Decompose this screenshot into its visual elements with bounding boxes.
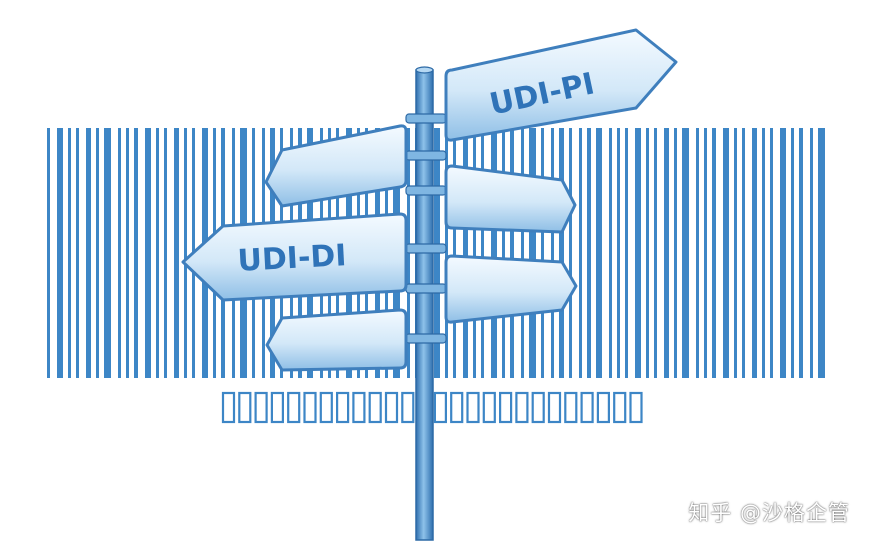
barcode-stripe [674,128,677,378]
barcode-stripe [654,128,657,378]
barcode-stripe [579,128,582,378]
barcode-stripe [770,128,773,378]
barcode-digit-box [433,391,447,424]
barcode-digit-box [254,391,268,424]
pole-clamp [405,185,447,196]
barcode-digit-box [270,391,284,424]
sign-right-top: UDI-PI [444,28,678,142]
barcode-stripe [780,128,786,378]
pole-clamp [405,113,447,124]
sign-left-top [264,124,408,208]
barcode-stripe [682,128,689,378]
pole-clamps [405,113,447,344]
barcode-stripe [704,128,707,378]
barcode-stripe [609,128,612,378]
barcode-stripe [742,128,745,378]
barcode-digit-box [368,391,382,424]
barcode-stripe [587,128,591,378]
barcode-stripe [145,128,151,378]
barcode-stripe [818,128,825,378]
barcode-stripe [734,128,737,378]
barcode-stripe [646,128,649,378]
barcode-stripe [86,128,91,378]
barcode-stripe [752,128,757,378]
barcode-digit-box [287,391,301,424]
sign-label-udi-di: UDI-DI [237,238,348,279]
barcode-digit-box [596,391,611,424]
barcode-stripe [445,128,448,378]
barcode-stripe [164,128,167,378]
barcode-stripe [453,128,456,378]
barcode-stripe [625,128,628,378]
barcode-stripe [529,128,536,378]
barcode-digit-box [401,391,415,424]
barcode-stripe [723,128,729,378]
barcode-stripe [541,128,544,378]
barcode-stripe [156,128,159,378]
barcode-digit-box [531,391,545,424]
barcode-stripe [481,128,484,378]
barcode-stripe [76,128,79,378]
barcode-stripe [463,128,468,378]
barcode-digit-box [613,391,627,424]
barcode-stripe [473,128,476,378]
barcode-stripe [791,128,794,378]
barcode-digit-box [352,391,366,424]
barcode-stripe [174,128,179,378]
barcode-digit-box [580,391,594,424]
barcode-stripe [68,128,71,378]
barcode-stripe [134,128,138,378]
barcode-stripe [104,128,111,378]
barcode-stripe [810,128,813,378]
barcode-digit-box [303,391,317,424]
barcode-stripe [551,128,554,378]
sign-left-middle: UDI-DI [181,212,408,302]
pole-clamp [405,333,447,344]
barcode-digit-box [319,391,333,424]
barcode-stripe [126,128,129,378]
barcode-stripe [96,128,99,378]
barcode-digit-box [482,391,496,424]
barcode-stripe [184,128,187,378]
barcode-digit-boxes [221,391,643,424]
barcode-digit-box [515,391,529,424]
signpost-pole [415,66,434,541]
barcode-stripe [617,128,620,378]
watermark-text: 知乎 @沙格企管 [688,501,850,525]
pole-clamp [405,243,447,254]
barcode-stripe [664,128,669,378]
sign-left-bottom [265,308,408,372]
barcode-digit-box [547,391,562,424]
barcode-digit-box [384,391,399,424]
barcode-stripe [569,128,572,378]
barcode-stripe [510,128,514,378]
barcode-stripe [596,128,602,378]
barcode-stripe [491,128,497,378]
sign-right-upper-middle [444,164,577,234]
barcode-stripe [47,128,50,378]
barcode-stripe [118,128,121,378]
barcode-stripe [762,128,765,378]
barcode-stripe [799,128,803,378]
barcode-stripe [712,128,716,378]
barcode-stripe [502,128,505,378]
pole-clamp [405,150,447,161]
barcode-digit-box [238,391,252,424]
barcode-digit-box [564,391,578,424]
barcode-stripe [57,128,63,378]
barcode-digit-box [450,391,464,424]
sign-right-lower-middle [444,254,578,324]
barcode-digit-box [336,391,350,424]
barcode-stripe [696,128,699,378]
barcode-stripe [635,128,641,378]
pole-clamp [405,283,447,294]
barcode-stripe [521,128,524,378]
barcode-digit-box [629,391,643,424]
barcode-digit-box [221,391,236,424]
barcode-stripe [559,128,564,378]
barcode-digit-box [466,391,480,424]
barcode-digit-box [499,391,513,424]
